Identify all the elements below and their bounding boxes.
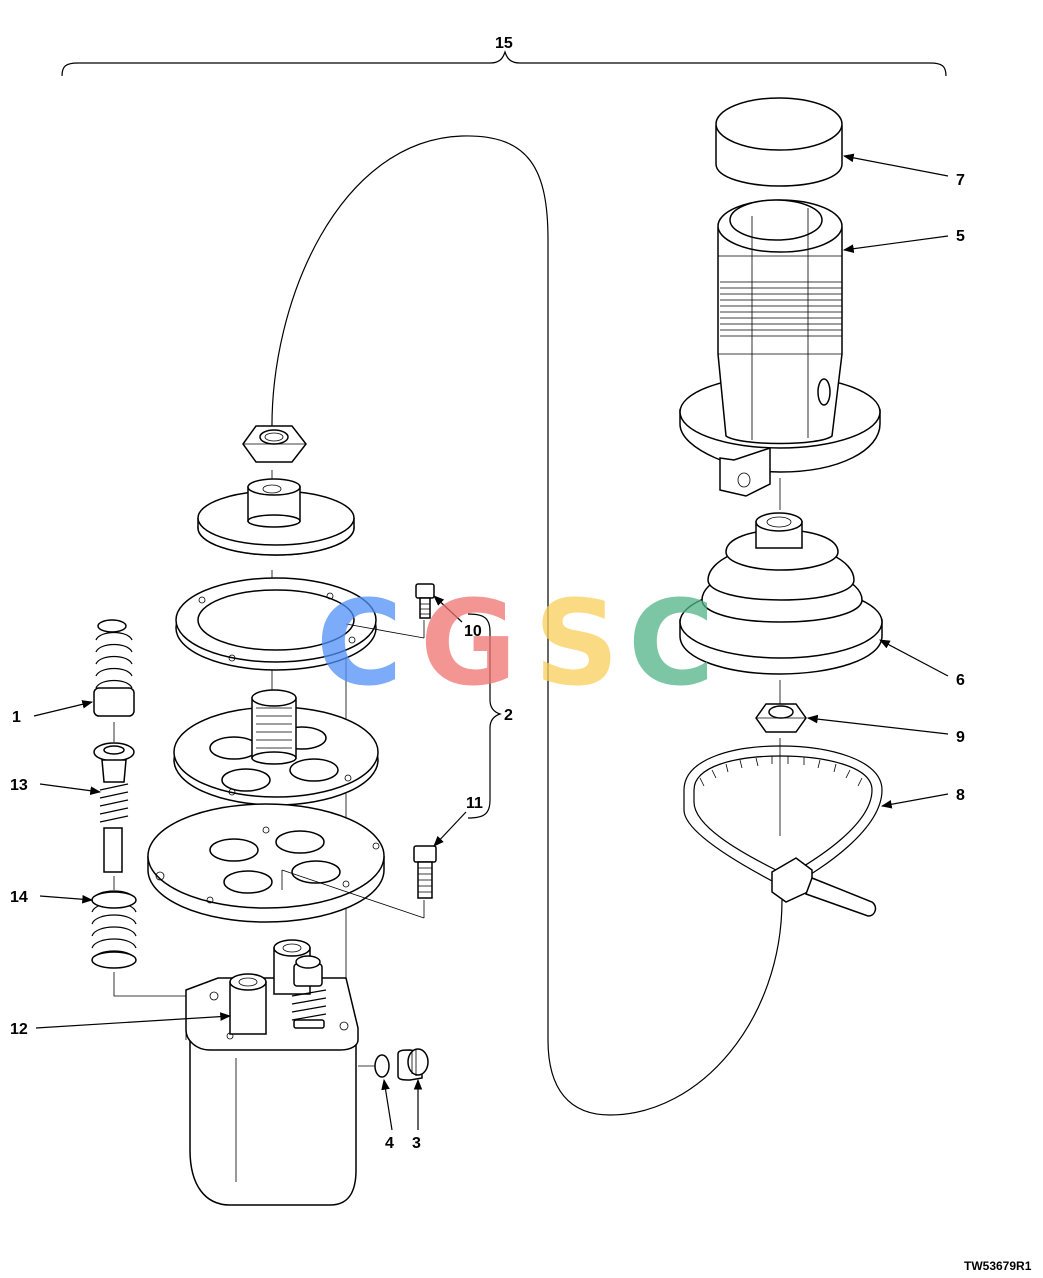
flanged-washer <box>197 478 355 556</box>
callout-13: 13 <box>10 777 28 794</box>
callout-9: 9 <box>956 729 965 746</box>
callout-11: 11 <box>466 795 483 812</box>
watermark-letter-3: S <box>534 574 619 712</box>
gasket-ring <box>175 577 377 671</box>
spring-plunger-1 <box>93 619 135 742</box>
drawing-code: TW53679R1 <box>964 1259 1032 1273</box>
watermark: C G S C <box>316 574 715 712</box>
cap-screw-10 <box>345 583 435 639</box>
callout-14: 14 <box>10 889 28 906</box>
callout-1: 1 <box>12 709 21 726</box>
callout-6: 6 <box>956 672 965 689</box>
plug-3 <box>397 1048 429 1081</box>
callout-2: 2 <box>504 707 513 724</box>
upper-plate <box>173 689 379 806</box>
callout-12: 12 <box>10 1021 28 1038</box>
watermark-letter-1: C <box>316 574 403 712</box>
plunger-13 <box>93 742 135 890</box>
leader-lines <box>33 153 949 1131</box>
handle-5 <box>679 199 881 510</box>
callout-8: 8 <box>956 787 965 804</box>
assembly-label: 15 <box>495 35 513 52</box>
watermark-letter-4: C <box>628 574 715 712</box>
callout-3: 3 <box>412 1135 421 1152</box>
watermark-letter-2: G <box>420 574 517 712</box>
lower-plate <box>147 803 425 923</box>
cap-7 <box>715 97 843 187</box>
callout-10: 10 <box>464 623 482 640</box>
o-ring-4 <box>374 1054 390 1078</box>
cap-screw-11 <box>413 845 437 918</box>
rubber-boot-6 <box>679 512 883 704</box>
callouts: 1 2 3 4 5 6 7 8 9 10 11 12 13 14 <box>10 172 965 1152</box>
hex-nut-9 <box>755 703 807 836</box>
callout-7: 7 <box>956 172 965 189</box>
wire-loop <box>271 135 783 1116</box>
assembly-brace <box>61 50 947 77</box>
callout-5: 5 <box>956 228 965 245</box>
valve-housing-12 <box>185 939 378 1206</box>
cable-tie-8 <box>683 745 883 917</box>
hex-nut-top <box>242 425 307 463</box>
callout-4: 4 <box>385 1135 394 1152</box>
group-brace-2 <box>467 613 502 819</box>
